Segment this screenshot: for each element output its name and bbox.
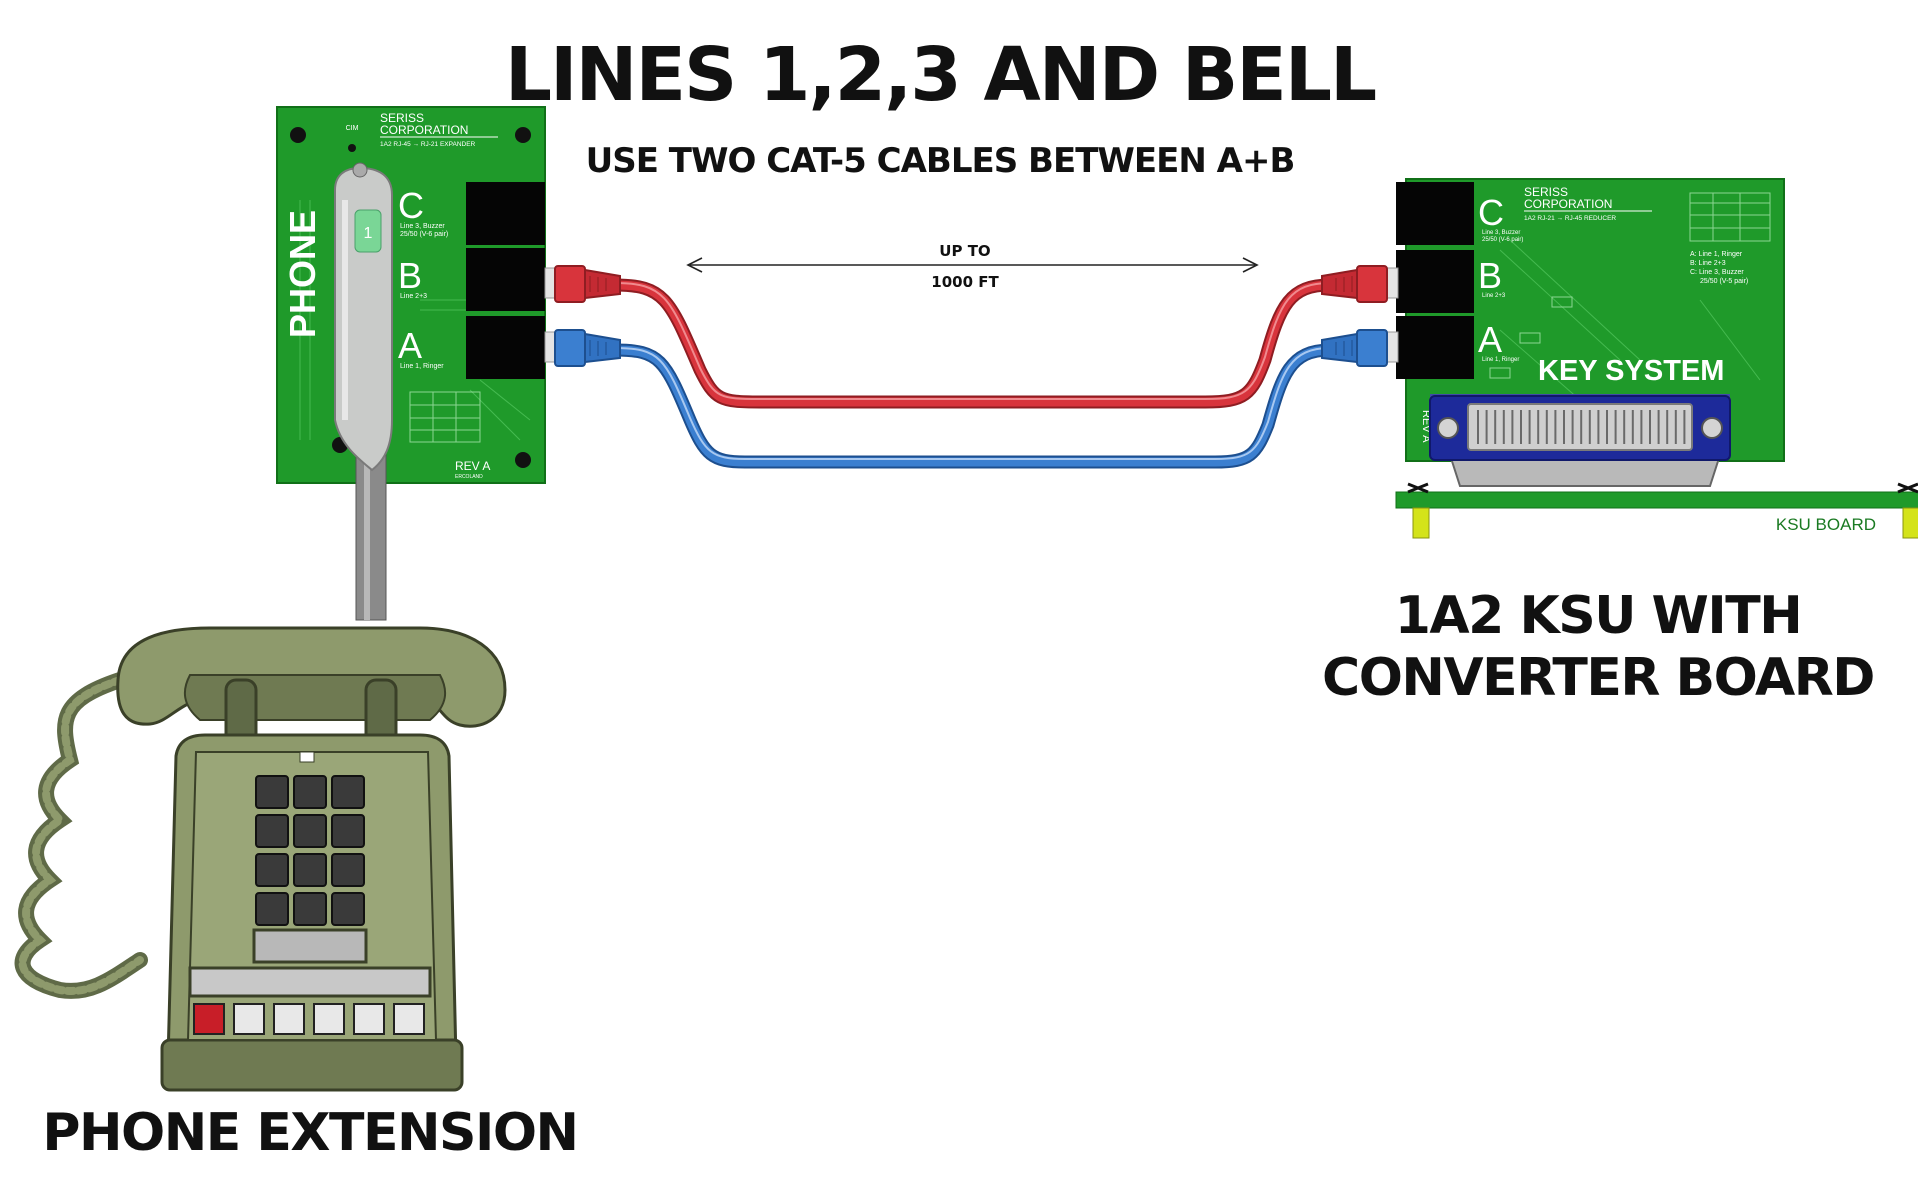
phone-display <box>252 928 368 964</box>
right-jack-b-desc1: Line 2+3 <box>1482 293 1506 299</box>
distance-indicator: UP TO 1000 FT <box>686 242 1259 291</box>
right-board-brand-1: SERISS <box>1524 185 1568 199</box>
left-jack-c-desc1: Line 3, Buzzer <box>400 223 445 230</box>
hold-button[interactable] <box>193 1003 225 1035</box>
left-jack-b-letter: B <box>398 255 422 296</box>
ksu-caption-line1: 1A2 KSU WITH <box>1395 586 1801 646</box>
left-plug-blue <box>544 329 621 367</box>
right-jack-b[interactable] <box>1396 250 1474 313</box>
right-board-key-system: KEY SYSTEM <box>1538 355 1724 387</box>
right-jack-a[interactable] <box>1396 316 1474 379</box>
keypad-key[interactable] <box>293 814 327 848</box>
right-board-legend-4: 25/50 (V-5 pair) <box>1700 278 1748 285</box>
keypad-key[interactable] <box>255 814 289 848</box>
left-plug-red <box>544 265 621 303</box>
right-board-brand-2: CORPORATION <box>1524 197 1612 211</box>
left-jack-c-letter: C <box>398 185 424 226</box>
diagram-title: LINES 1,2,3 AND BELL <box>505 32 1376 118</box>
phone-caption: PHONE EXTENSION <box>42 1103 577 1163</box>
left-board-mark: CIM <box>346 125 359 132</box>
ksu-board-label: KSU BOARD <box>1776 515 1876 534</box>
line-button[interactable] <box>273 1003 305 1035</box>
line-buttons[interactable] <box>193 1003 425 1035</box>
right-plug-red <box>1321 265 1399 303</box>
ksu-standoff-left <box>1412 507 1430 539</box>
right-jack-a-letter: A <box>1478 319 1502 360</box>
left-jack-b-desc1: Line 2+3 <box>400 293 427 300</box>
line-button[interactable] <box>393 1003 425 1035</box>
left-jack-a[interactable] <box>466 316 545 379</box>
keypad-key[interactable] <box>331 853 365 887</box>
left-jack-b[interactable] <box>466 248 545 311</box>
right-plug-blue <box>1321 329 1399 367</box>
right-jack-c-desc2: 25/50 (V-6 pair) <box>1482 237 1523 243</box>
keypad[interactable] <box>255 775 365 926</box>
distance-label-bottom: 1000 FT <box>931 273 999 291</box>
right-board-model: 1A2 RJ-21 → RJ-45 REDUCER <box>1524 215 1616 222</box>
left-jack-a-letter: A <box>398 325 422 366</box>
rj21-phone-plug: 1 <box>334 162 393 621</box>
right-jack-a-desc1: Line 1, Ringer <box>1482 357 1519 363</box>
left-board-rev-sub: ERCOLAND <box>455 474 483 480</box>
right-jack-c-letter: C <box>1478 192 1504 233</box>
right-board-legend-1: A: Line 1, Ringer <box>1690 251 1743 258</box>
rj21-ksu-connector <box>1429 394 1731 487</box>
keypad-key[interactable] <box>293 892 327 926</box>
left-jack-c-desc2: 25/50 (V-6 pair) <box>400 231 448 238</box>
left-jack-c[interactable] <box>466 182 545 245</box>
svg-text:1: 1 <box>364 225 373 242</box>
left-board-model: 1A2 RJ-45 → RJ-21 EXPANDER <box>380 141 476 148</box>
line-strip <box>188 966 432 998</box>
keypad-key[interactable] <box>331 775 365 809</box>
left-jack-a-desc1: Line 1, Ringer <box>400 363 444 370</box>
ksu-board: KSU BOARD <box>1395 482 1918 539</box>
line-button[interactable] <box>353 1003 385 1035</box>
left-board-brand-1: SERISS <box>380 111 424 125</box>
line-button[interactable] <box>313 1003 345 1035</box>
ksu-caption-line2: CONVERTER BOARD <box>1322 648 1874 708</box>
right-board-legend-2: B: Line 2+3 <box>1690 260 1726 267</box>
keypad-key[interactable] <box>331 892 365 926</box>
left-board-rev: REV A <box>455 459 490 473</box>
expander-board: CIM SERISS CORPORATION 1A2 RJ-45 → RJ-21… <box>276 106 621 621</box>
left-board-phone-label: PHONE <box>282 210 323 338</box>
reducer-board: SERISS CORPORATION 1A2 RJ-21 → RJ-45 RED… <box>1321 178 1785 487</box>
cat5-cables <box>608 278 1337 469</box>
keypad-key[interactable] <box>293 853 327 887</box>
right-jack-b-letter: B <box>1478 255 1502 296</box>
keypad-key[interactable] <box>331 814 365 848</box>
distance-label-top: UP TO <box>939 242 990 260</box>
left-board-brand-2: CORPORATION <box>380 123 468 137</box>
ksu-standoff-right <box>1902 507 1918 539</box>
keypad-key[interactable] <box>293 775 327 809</box>
right-jack-c[interactable] <box>1396 182 1474 245</box>
keypad-key[interactable] <box>255 853 289 887</box>
line-button[interactable] <box>233 1003 265 1035</box>
keypad-key[interactable] <box>255 775 289 809</box>
telephone <box>14 626 507 1092</box>
right-jack-c-desc1: Line 3, Buzzer <box>1482 230 1520 236</box>
keypad-key[interactable] <box>255 892 289 926</box>
right-board-legend-3: C: Line 3, Buzzer <box>1690 269 1744 276</box>
cable-red <box>608 278 1337 409</box>
diagram-subtitle: USE TWO CAT-5 CABLES BETWEEN A+B <box>586 141 1295 181</box>
